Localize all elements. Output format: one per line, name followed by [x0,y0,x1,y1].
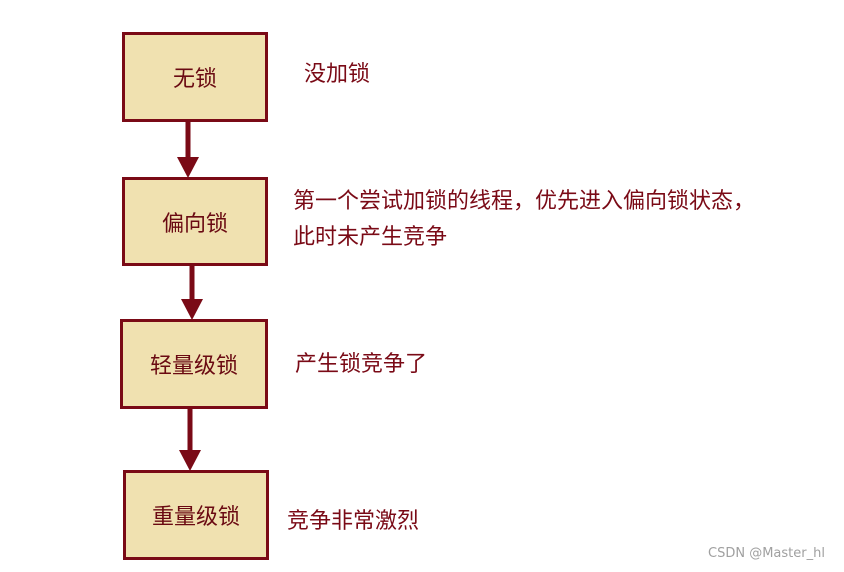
state-label: 轻量级锁 [149,354,238,379]
state-box-lightweight-lock: 轻量级锁 [120,319,268,409]
state-label: 偏向锁 [161,211,228,237]
state-description: 竞争非常激烈 [287,509,420,534]
state-box-heavyweight-lock: 重量级锁 [123,470,269,560]
arrow-head-1 [177,157,199,178]
state-box-biased-lock: 偏向锁 [122,177,268,266]
state-description: 第一个尝试加锁的线程，优先进入偏向锁状态， 此时未产生竞争 [293,189,756,250]
state-description: 没加锁 [304,62,371,87]
state-label: 重量级锁 [151,505,240,530]
arrow-head-2 [181,299,203,320]
state-box-no-lock: 无锁 [122,32,268,122]
arrow-head-3 [179,450,201,471]
state-label: 无锁 [172,67,217,92]
state-description: 产生锁竞争了 [295,352,428,377]
watermark: CSDN @Master_hl [708,546,825,561]
